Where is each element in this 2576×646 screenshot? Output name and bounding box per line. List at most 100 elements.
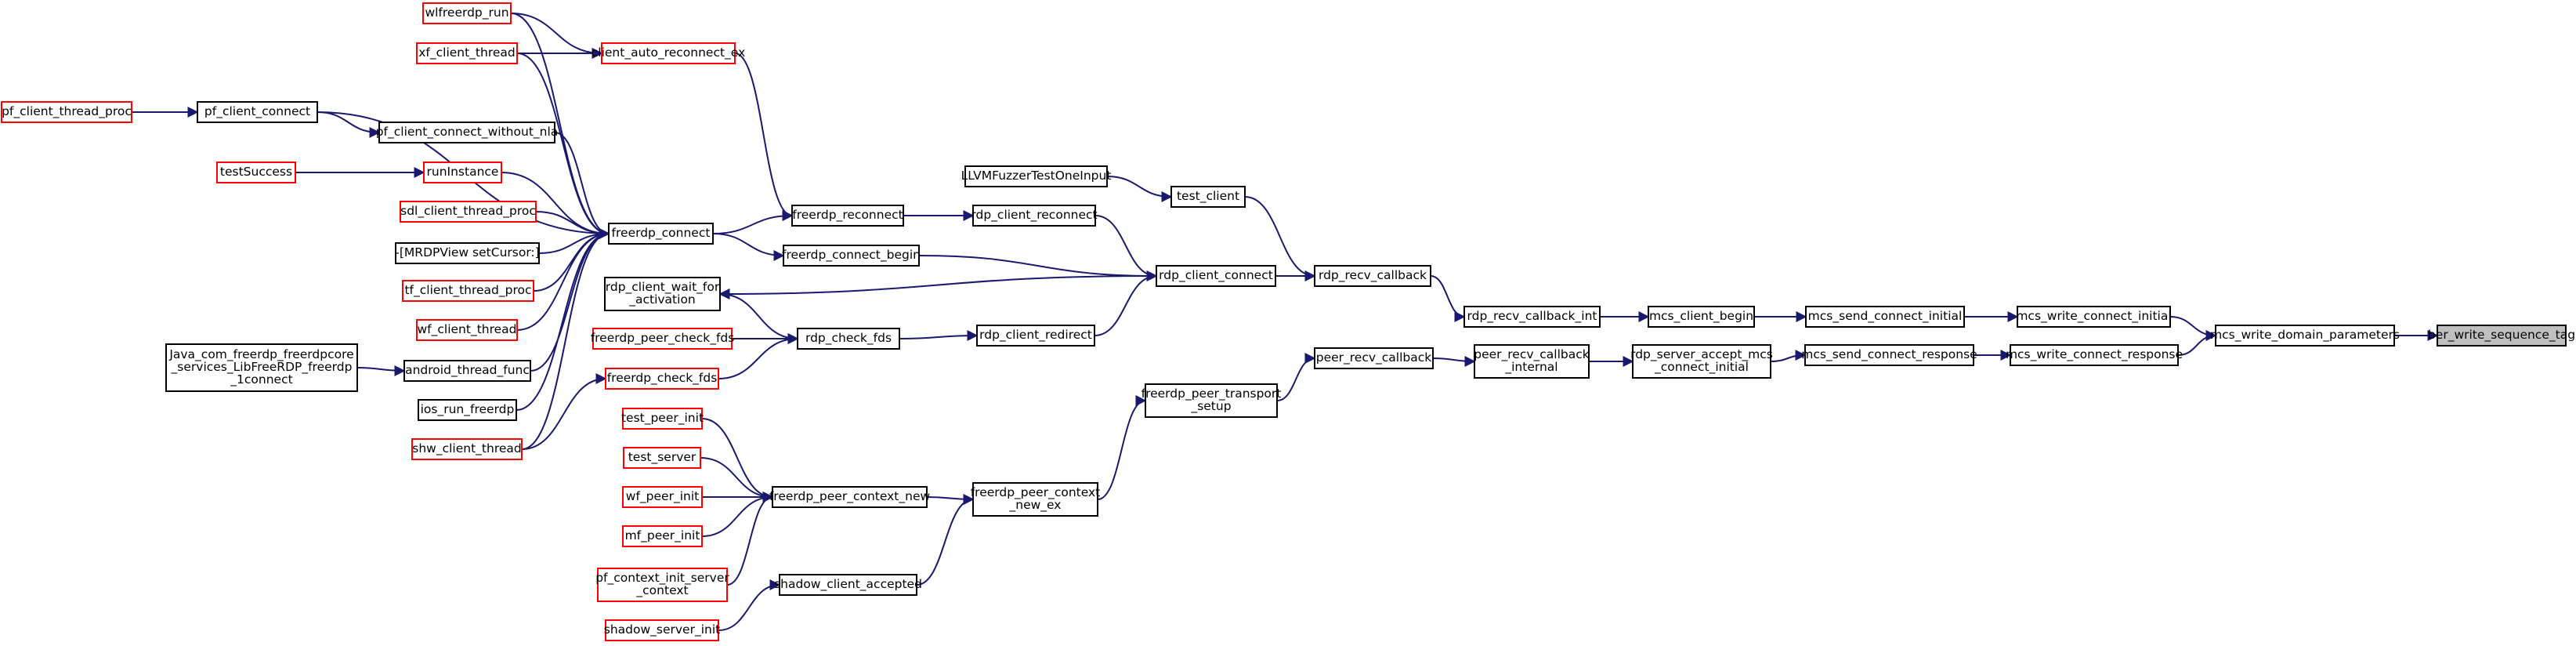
node-freerdp-check-fds[interactable]: freerdp_check_fds	[605, 368, 719, 390]
node-box	[402, 280, 534, 302]
node-box	[2010, 344, 2179, 366]
node-wf-client-thread[interactable]: wf_client_thread	[416, 319, 518, 341]
node-box	[605, 619, 719, 641]
node-box	[779, 574, 917, 596]
node-test-server[interactable]: test_server	[623, 447, 701, 469]
node-pf-client-connect[interactable]: pf_client_connect	[197, 101, 318, 123]
node-mcs-write-domain-parameters[interactable]: mcs_write_domain_parameters	[2210, 325, 2400, 347]
node-llvmfuzzertestoneinput[interactable]: LLVMFuzzerTestOneInput	[961, 165, 1112, 187]
edge-mcs-write-connect-response-to-mcs-write-domain-parameters	[2177, 330, 2217, 356]
node-rdp-client-wait-for-activation[interactable]: rdp_client_wait_for_activation	[604, 277, 721, 311]
node-mcs-write-connect-initial[interactable]: mcs_write_connect_initial	[2016, 306, 2172, 328]
node-label: freerdp_check_fds	[607, 371, 718, 386]
node-label: LLVMFuzzerTestOneInput	[961, 169, 1112, 183]
node-freerdp-reconnect[interactable]: freerdp_reconnect	[791, 205, 904, 227]
node-box	[604, 277, 721, 311]
node-freerdp-peer-check-fds[interactable]: freerdp_peer_check_fds	[591, 328, 735, 350]
node-box	[1156, 265, 1276, 287]
node-box	[418, 399, 517, 421]
node-pf-context-init-server-context[interactable]: pf_context_init_server_context	[595, 568, 729, 602]
node-label: wf_client_thread	[417, 322, 516, 337]
node-client-auto-reconnect-ex[interactable]: client_auto_reconnect_ex	[592, 42, 746, 64]
node-label: mcs_write_domain_parameters	[2210, 328, 2400, 343]
node-label: Java_com_freerdp_freerdpcore	[168, 347, 353, 362]
node-rdp-client-connect[interactable]: rdp_client_connect	[1156, 265, 1276, 287]
node-freerdp-peer-context-new[interactable]: freerdp_peer_context_new	[769, 486, 931, 508]
node-box	[1474, 344, 1590, 379]
node-freerdp-connect[interactable]: freerdp_connect	[608, 223, 714, 245]
node-label: _new_ex	[1009, 498, 1062, 513]
node-box	[597, 568, 728, 602]
node-label: _setup	[1190, 399, 1231, 414]
node-rdp-recv-callback[interactable]: rdp_recv_callback	[1314, 265, 1431, 287]
node-box	[797, 328, 900, 350]
edge-shadow-server-init-to-shadow-client-accepted	[718, 579, 781, 631]
node-box	[623, 447, 701, 469]
node-mcs-send-connect-response[interactable]: mcs_send_connect_response	[1801, 344, 1977, 366]
node-java-com-freerdp[interactable]: Java_com_freerdp_freerdpcore_services_Li…	[165, 343, 358, 392]
node-peer-recv-callback-internal[interactable]: peer_recv_callback_internal	[1474, 344, 1590, 379]
node-box	[403, 360, 531, 382]
node-test-peer-init[interactable]: test_peer_init	[621, 408, 704, 430]
node-mcs-client-begin[interactable]: mcs_client_begin	[1648, 306, 1755, 328]
node-shw-client-thread[interactable]: shw_client_thread	[411, 438, 523, 460]
node-shadow-server-init[interactable]: shadow_server_init	[604, 619, 720, 641]
node-box	[592, 328, 733, 350]
node-box	[1648, 306, 1755, 328]
node-box	[972, 482, 1098, 517]
node-wlfreerdp-run[interactable]: wlfreerdp_run	[422, 2, 512, 24]
node-tf-client-thread-proc[interactable]: tf_client_thread_proc	[402, 280, 534, 302]
edge-freerdp-check-fds-to-rdp-check-fds	[718, 333, 799, 379]
node-peer-recv-callback[interactable]: peer_recv_callback	[1314, 347, 1434, 369]
node-box	[2215, 325, 2395, 347]
node-label: peer_recv_callback	[1474, 347, 1590, 362]
node-label: rdp_client_redirect	[979, 328, 1092, 343]
node-rdp-recv-callback-int[interactable]: rdp_recv_callback_int	[1463, 306, 1601, 328]
edge-mcs-write-connect-initial-to-mcs-write-domain-parameters	[2169, 316, 2217, 341]
node-rdp-client-reconnect[interactable]: rdp_client_reconnect	[971, 205, 1098, 227]
node-sdl-client-thread-proc[interactable]: sdl_client_thread_proc	[400, 201, 537, 223]
node-label: shadow_client_accepted	[774, 577, 922, 592]
node-wf-peer-init[interactable]: wf_peer_init	[622, 486, 703, 508]
edge-rdp-server-accept-mcs-connect-initial-to-mcs-send-connect-response	[1770, 350, 1807, 362]
node-rdp-client-redirect[interactable]: rdp_client_redirect	[976, 325, 1095, 347]
node-freerdp-peer-context-new-ex[interactable]: freerdp_peer_context_new_ex	[971, 482, 1101, 517]
edge-pf-context-init-server-context-to-freerdp-peer-context-new	[726, 492, 774, 586]
edge-test-server-to-freerdp-peer-context-new	[700, 457, 774, 503]
node-label: xf_client_thread	[418, 45, 516, 60]
edge-tf-client-thread-proc-to-freerdp-connect	[533, 228, 610, 292]
node-mcs-write-connect-response[interactable]: mcs_write_connect_response	[2006, 344, 2183, 366]
edge-test-client-to-rdp-recv-callback	[1244, 196, 1316, 281]
node-box	[1314, 347, 1434, 369]
node-box	[1463, 306, 1601, 328]
node-test-client[interactable]: test_client	[1170, 186, 1246, 208]
node-rdp-check-fds[interactable]: rdp_check_fds	[797, 328, 900, 350]
node-pf-client-connect-without-nla[interactable]: pf_client_connect_without_nla	[376, 122, 559, 143]
node-ber-write-sequence-tag[interactable]: ber_write_sequence_tag	[2428, 325, 2575, 347]
node-box	[622, 486, 703, 508]
node-rdp-server-accept-mcs-connect-initial[interactable]: rdp_server_accept_mcs_connect_initial	[1630, 344, 1773, 379]
node-mcs-send-connect-initial[interactable]: mcs_send_connect_initial	[1805, 306, 1965, 328]
edge-pf-client-connect-to-pf-client-connect-without-nla	[317, 111, 381, 138]
node-label: _context	[635, 583, 688, 598]
node-ios-run-freerdp[interactable]: ios_run_freerdp	[418, 399, 517, 421]
node-android-thread-func[interactable]: android_thread_func	[403, 360, 531, 382]
node-freerdp-peer-transport-setup[interactable]: freerdp_peer_transport_setup	[1141, 383, 1282, 418]
node-testsuccess[interactable]: testSuccess	[216, 162, 296, 183]
node-label: ber_write_sequence_tag	[2428, 328, 2575, 343]
node-label: mcs_send_connect_response	[1801, 347, 1977, 362]
edge-shadow-client-accepted-to-freerdp-peer-context-new-ex	[916, 494, 975, 586]
node-pf-client-thread-proc[interactable]: pf_client_thread_proc	[1, 101, 132, 123]
node-label: android_thread_func	[405, 363, 530, 378]
node-runinstance[interactable]: runInstance	[423, 162, 502, 183]
node-freerdp-connect-begin[interactable]: freerdp_connect_begin	[782, 245, 921, 267]
node-label: pf_client_thread_proc	[2, 104, 132, 119]
node-box	[1, 101, 132, 123]
node-mrdpview-setcursor[interactable]: -[MRDPView setCursor:]	[395, 242, 540, 264]
node-shadow-client-accepted[interactable]: shadow_client_accepted	[774, 574, 922, 596]
node-mf-peer-init[interactable]: mf_peer_init	[622, 525, 703, 547]
node-label: peer_recv_callback	[1316, 350, 1432, 365]
node-label: mcs_client_begin	[1649, 309, 1753, 324]
node-xf-client-thread[interactable]: xf_client_thread	[416, 42, 518, 64]
